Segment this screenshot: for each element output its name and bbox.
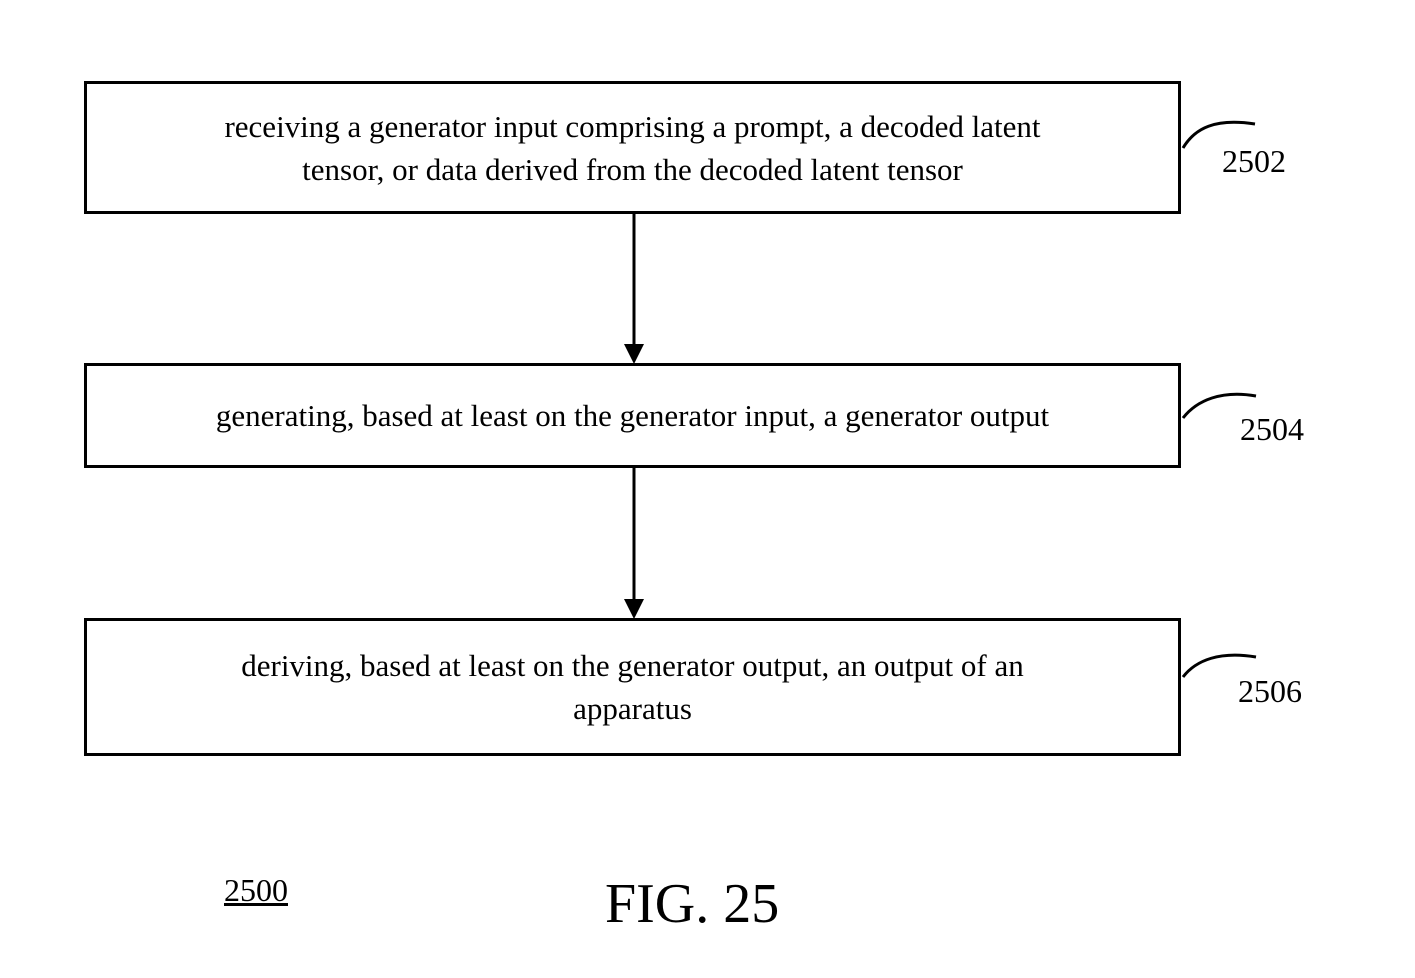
figure-caption: FIG. 25 <box>605 873 780 935</box>
leader-2502 <box>1181 120 1256 149</box>
reference-numeral-2506: 2506 <box>1238 673 1302 709</box>
step-box-2506: deriving, based at least on the generato… <box>84 618 1181 756</box>
arrowhead-2506 <box>624 599 644 619</box>
leader-2504 <box>1181 392 1257 419</box>
step-box-2504: generating, based at least on the genera… <box>84 363 1181 468</box>
reference-numeral-2502: 2502 <box>1222 143 1286 179</box>
step-text-2504: generating, based at least on the genera… <box>215 398 1050 433</box>
step-text-2502: receiving a generator input comprising a… <box>224 108 1041 187</box>
leader-2506 <box>1181 653 1257 678</box>
step-box-2502: receiving a generator input comprising a… <box>84 81 1181 214</box>
arrowhead-2504 <box>624 344 644 364</box>
figure-number: 2500 <box>224 872 288 908</box>
step-text-2506: deriving, based at least on the generato… <box>241 648 1024 726</box>
reference-numeral-2504: 2504 <box>1240 411 1304 447</box>
